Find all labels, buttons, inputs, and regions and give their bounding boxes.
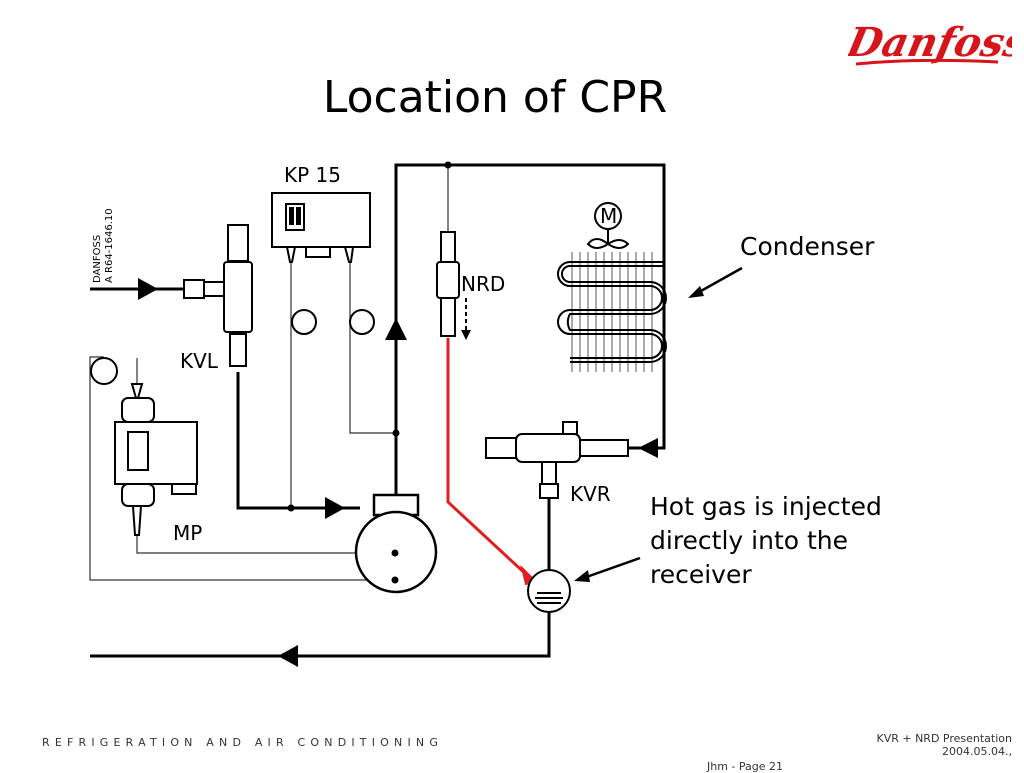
compressor-port	[391, 576, 399, 584]
flow-arrow-suction	[325, 497, 345, 519]
kvr-valve	[485, 421, 629, 499]
mp-label: MP	[173, 521, 202, 545]
receiver	[527, 569, 571, 613]
liquid-line	[90, 612, 551, 658]
flow-arrow-discharge	[385, 318, 407, 340]
hot-gas-callout-line: directly into the	[650, 526, 849, 555]
suction-line	[236, 372, 360, 510]
hot-gas-line	[446, 338, 532, 580]
flow-arrow-liquid	[278, 645, 298, 667]
danfoss-logo: Danfoss	[848, 18, 1012, 65]
kp15-pilot-right	[349, 262, 396, 434]
mp-pilot-low	[136, 535, 395, 554]
mp-pilot-loop	[89, 356, 395, 581]
drawing-ref-line2: A R64-1646.10	[104, 208, 115, 283]
kvl-label: KVL	[180, 349, 219, 373]
junction-dot	[392, 429, 400, 437]
hot-gas-callout-line: receiver	[650, 560, 752, 589]
footer-presentation-info: KVR + NRD Presentation 2004.05.04.,	[876, 732, 1012, 758]
footer-date: 2004.05.04.,	[942, 745, 1012, 758]
mp-control	[90, 357, 198, 536]
footer-page-number: Jhm - Page 21	[707, 760, 784, 773]
nrd-valve	[436, 231, 460, 337]
flow-arrow-inlet	[138, 278, 158, 300]
footer-presentation-name: KVR + NRD Presentation	[876, 732, 1012, 745]
drawing-ref-line1: DANFOSS	[92, 235, 103, 283]
kp15-label: KP 15	[284, 163, 341, 187]
condenser-callout: Condenser	[740, 232, 875, 261]
page-title: Location of CPR	[322, 72, 668, 123]
condenser-coil	[557, 252, 667, 372]
fan-motor	[586, 202, 630, 249]
kvl-valve	[183, 224, 253, 367]
compressor-port	[391, 549, 399, 557]
junction-dot	[287, 504, 295, 512]
junction-dot	[444, 161, 452, 169]
footer-tagline: REFRIGERATION AND AIR CONDITIONING	[42, 736, 444, 749]
flow-arrow-condenser-out	[638, 438, 658, 458]
hot-gas-callout-line: Hot gas is injected	[650, 492, 882, 521]
kp15-control	[271, 192, 375, 335]
svg-text:Danfoss: Danfoss	[848, 18, 1012, 65]
kvr-label: KVR	[570, 482, 611, 506]
hot-gas-callout: Hot gas is injected directly into the re…	[650, 490, 950, 592]
nrd-label: NRD	[461, 272, 505, 296]
motor-label: M	[600, 204, 617, 228]
